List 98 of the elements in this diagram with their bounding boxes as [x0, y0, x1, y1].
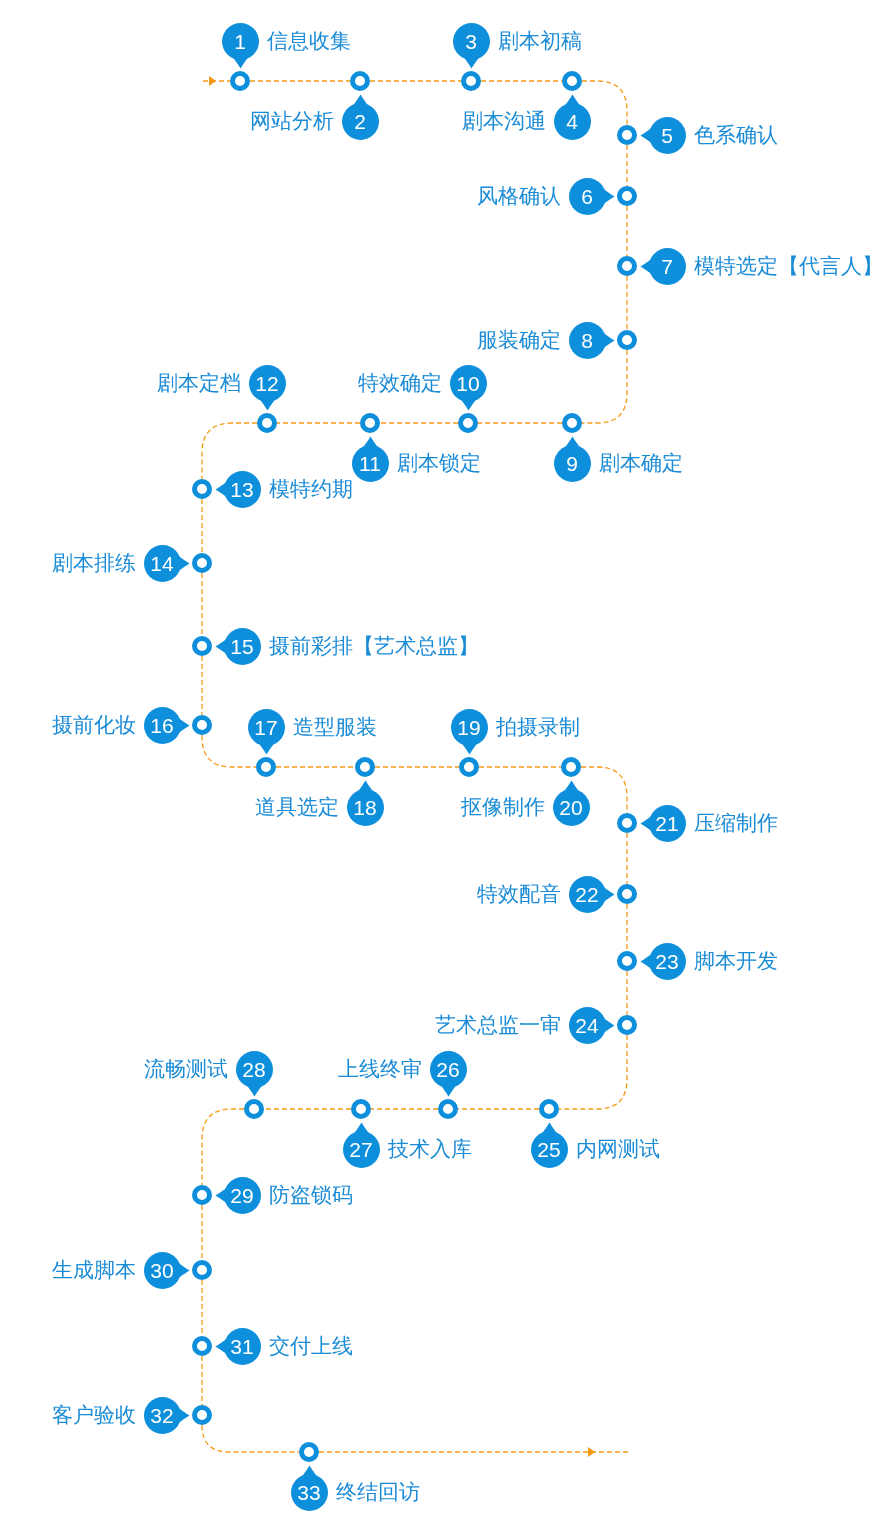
- number-pin: 15: [214, 627, 261, 665]
- step-label: 技术入库: [387, 1136, 472, 1162]
- number-pin: 23: [639, 942, 686, 980]
- number-pin: 17: [247, 708, 285, 755]
- step-label: 信息收集: [266, 28, 351, 54]
- dashed-connector: [626, 970, 628, 1016]
- number-pin: 4: [553, 93, 591, 140]
- step-label: 脚本开发: [693, 948, 778, 974]
- dashed-connector: [201, 498, 203, 554]
- dashed-connector: [626, 275, 628, 331]
- number-pin: 27: [342, 1121, 380, 1168]
- step-label: 内网测试: [575, 1136, 660, 1162]
- dashed-connector: [201, 734, 257, 768]
- dashed-connector: [478, 766, 562, 768]
- step-label: 客户验收: [51, 1402, 136, 1428]
- number-pin: 13: [214, 470, 261, 508]
- dashed-connector: [201, 1108, 245, 1186]
- step-label: 风格确认: [476, 183, 561, 209]
- step-label: 上线终审: [337, 1056, 422, 1082]
- dashed-connector: [249, 80, 351, 82]
- step-label: 拍摄录制: [495, 714, 580, 740]
- step-label: 特效配音: [476, 881, 561, 907]
- number-pin: 22: [568, 875, 615, 913]
- step-label: 模特约期: [268, 476, 353, 502]
- step-label: 网站分析: [249, 108, 334, 134]
- number-pin: 7: [639, 247, 686, 285]
- step-label: 剧本确定: [598, 450, 683, 476]
- dashed-connector: [276, 422, 361, 424]
- dashed-connector: [201, 655, 203, 716]
- dashed-connector: [369, 80, 462, 82]
- step-label: 艺术总监一审: [434, 1012, 561, 1038]
- number-pin: 18: [346, 779, 384, 826]
- number-pin: 33: [290, 1464, 328, 1511]
- number-pin: 31: [214, 1327, 261, 1365]
- number-pin: 9: [553, 435, 591, 482]
- step-label: 剧本锁定: [396, 450, 481, 476]
- dashed-connector: [457, 1108, 540, 1110]
- dashed-connector: [626, 205, 628, 257]
- number-pin: 6: [568, 177, 615, 215]
- dashed-connector: [581, 80, 628, 126]
- dashed-connector: [477, 422, 563, 424]
- number-pin: 32: [143, 1396, 190, 1434]
- dashed-connector: [626, 144, 628, 187]
- dashed-connector: [626, 832, 628, 885]
- dashed-connector: [480, 80, 563, 82]
- dashed-connector: [626, 903, 628, 952]
- dashed-arrow: [318, 1447, 629, 1457]
- dashed-arrow: [202, 76, 231, 86]
- number-pin: 2: [341, 93, 379, 140]
- number-pin: 1: [221, 22, 259, 69]
- step-label: 特效确定: [357, 370, 442, 396]
- number-pin: 3: [452, 22, 490, 69]
- dashed-connector: [558, 1034, 628, 1110]
- step-label: 流畅测试: [143, 1056, 228, 1082]
- dashed-connector: [370, 1108, 439, 1110]
- step-label: 色系确认: [693, 122, 778, 148]
- step-label: 模特选定【代言人】: [693, 253, 883, 279]
- number-pin: 11: [351, 435, 389, 482]
- number-pin: 14: [143, 544, 190, 582]
- number-pin: 8: [568, 321, 615, 359]
- step-label: 造型服装: [292, 714, 377, 740]
- step-label: 摄前彩排【艺术总监】: [268, 633, 479, 659]
- step-label: 终结回访: [335, 1479, 420, 1505]
- number-pin: 10: [449, 364, 487, 411]
- step-label: 剧本沟通: [461, 108, 546, 134]
- dashed-connector: [201, 1355, 203, 1406]
- step-label: 抠像制作: [460, 794, 545, 820]
- step-label: 道具选定: [254, 794, 339, 820]
- dashed-connector: [201, 1424, 300, 1453]
- step-label: 剧本排练: [51, 550, 136, 576]
- number-pin: 16: [143, 706, 190, 744]
- dashed-connector: [201, 422, 258, 480]
- dashed-connector: [201, 1204, 203, 1261]
- step-label: 服装确定: [476, 327, 561, 353]
- dashed-connector: [263, 1108, 352, 1110]
- number-pin: 26: [429, 1050, 467, 1097]
- number-pin: 12: [248, 364, 286, 411]
- dashed-connector: [581, 349, 628, 424]
- number-pin: 20: [552, 779, 590, 826]
- number-pin: 28: [235, 1050, 273, 1097]
- step-label: 压缩制作: [693, 810, 778, 836]
- step-label: 剧本初稿: [497, 28, 582, 54]
- step-label: 剧本定档: [156, 370, 241, 396]
- step-label: 生成脚本: [51, 1257, 136, 1283]
- number-pin: 19: [450, 708, 488, 755]
- number-pin: 25: [530, 1121, 568, 1168]
- dashed-connector: [275, 766, 356, 768]
- dashed-connector: [379, 422, 459, 424]
- number-pin: 24: [568, 1006, 615, 1044]
- number-pin: 30: [143, 1251, 190, 1289]
- number-pin: 5: [639, 116, 686, 154]
- number-pin: 29: [214, 1176, 261, 1214]
- dashed-connector: [374, 766, 460, 768]
- step-label: 摄前化妆: [51, 712, 136, 738]
- step-label: 防盗锁码: [268, 1182, 353, 1208]
- step-label: 交付上线: [268, 1333, 353, 1359]
- dashed-connector: [201, 572, 203, 637]
- number-pin: 21: [639, 804, 686, 842]
